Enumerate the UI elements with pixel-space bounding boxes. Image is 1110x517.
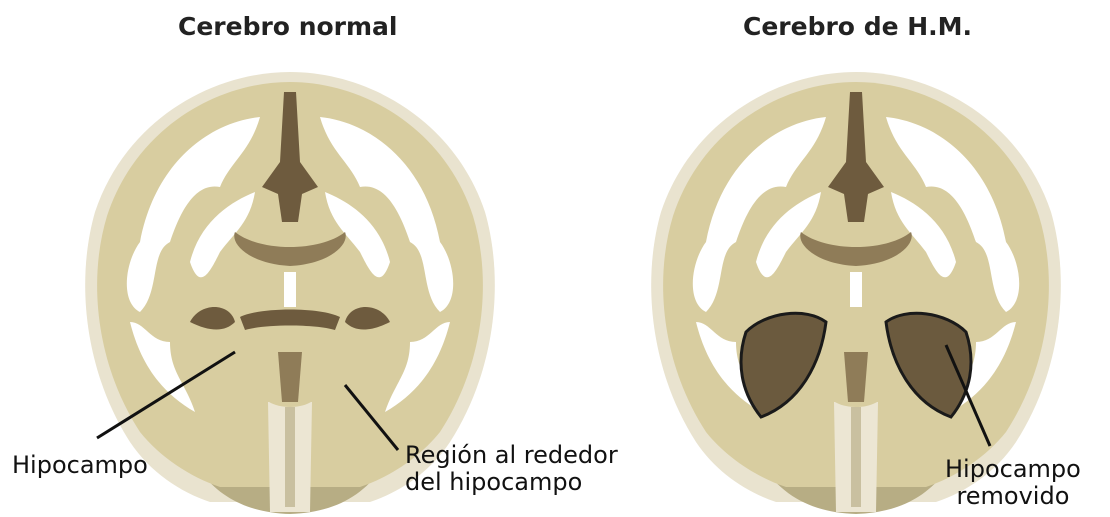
label-hippocampus: Hipocampo	[12, 452, 148, 479]
label-surrounding-line2: del hipocampo	[405, 469, 618, 496]
label-surrounding-line1: Región al rededor	[405, 442, 618, 469]
label-removed-line2: removido	[945, 483, 1081, 510]
hm-brain	[651, 72, 1061, 514]
label-removed-line1: Hipocampo	[945, 456, 1081, 483]
label-surrounding-region: Región al rededor del hipocampo	[405, 442, 618, 496]
label-removed-hippocampus: Hipocampo removido	[945, 456, 1081, 510]
